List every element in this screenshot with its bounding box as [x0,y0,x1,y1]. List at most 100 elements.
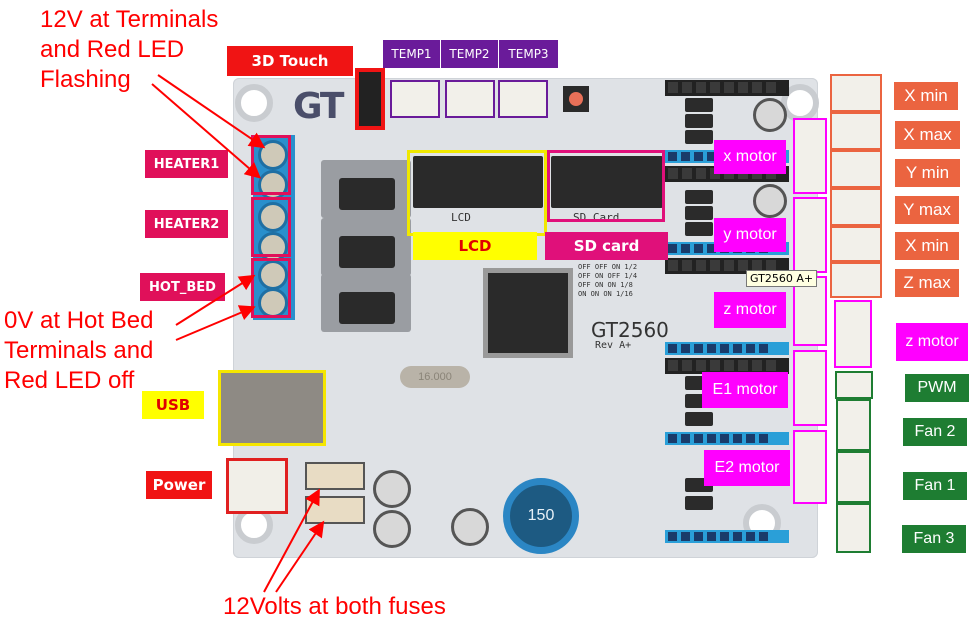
label-temp2: TEMP2 [441,40,498,68]
label-sd-card: SD card [545,232,668,260]
fuse [305,462,365,490]
sd-connector-outline [547,150,665,222]
driver-header [665,80,789,96]
label-x-min: X min [894,82,958,110]
mosfet-heatsink [321,274,411,332]
label-x-motor: x motor [714,140,786,174]
mosfet-heatsink [321,160,411,218]
label-z-max: Z max [895,269,959,297]
temp2-connector [445,80,495,118]
label-heater2: HEATER2 [145,210,228,238]
capacitor [373,470,411,508]
label-fan3: Fan 3 [902,525,966,553]
jumper [685,114,713,128]
reset-button[interactable] [563,86,589,112]
arrow-heater1-b [151,83,262,179]
label-usb: USB [142,391,204,419]
fan2-connector [836,399,871,451]
capacitor [451,508,489,546]
lcd-silk: LCD [451,211,471,224]
driver-header [665,342,789,355]
jumper [685,130,713,144]
microstep-row: OFF ON OFF 1/4 [578,272,638,280]
endstop-connector [830,112,882,150]
capacitor [753,98,787,132]
label-z-motor-right: z motor [896,323,968,361]
fan3-connector [836,503,871,553]
jumper [685,98,713,112]
label-y-motor: y motor [714,218,786,252]
capacitor [753,184,787,218]
endstop-connector [830,226,882,262]
label-power: Power [146,471,212,499]
label-e1-motor: E1 motor [702,372,788,408]
arrow-hotbed-b [175,305,256,341]
mosfet-heatsink [321,218,411,276]
endstop-connector [830,150,882,188]
e2-motor-connector [793,430,827,504]
driver-header [665,432,789,445]
arrow-hotbed-a [175,274,256,326]
microstep-row: ON ON ON 1/16 [578,290,633,298]
pwm-connector [835,371,873,399]
microstep-row: OFF OFF ON 1/2 [578,263,638,271]
label-y-min: Y min [895,159,960,187]
3d-touch-connector [355,68,385,130]
terminal-screw [258,202,288,232]
annotation-12v-terminals: 12V at Terminals and Red LED Flashing [40,6,219,93]
driver-header [665,358,789,374]
x-motor-connector [793,118,827,194]
jumper [685,496,713,510]
board-revision: Rev A+ [595,340,632,351]
sd-header [551,156,663,208]
endstop-connector [830,262,882,298]
fan1-connector [836,451,871,503]
label-lcd: LCD [413,232,537,260]
e1-motor-connector [793,350,827,426]
label-y-max: Y max [895,196,959,224]
arrow-fuse-a [263,488,320,593]
z-motor-connector-2 [834,300,872,368]
jumper [685,222,713,236]
label-fan2: Fan 2 [903,418,967,446]
driver-header [665,530,789,543]
reset-button-cap [569,92,583,106]
arrow-heater1-a [157,74,266,149]
tooltip: GT2560 A+ [746,270,818,287]
heater2-terminal-outline [251,197,291,257]
lcd-header [413,156,543,208]
label-hot-bed: HOT_BED [140,273,225,301]
board-name: GT2560 [591,318,669,342]
gt-logo: GT [293,86,345,127]
label-e2-motor: E2 motor [704,450,790,486]
power-connector [226,458,288,514]
capacitor [373,510,411,548]
label-fan1: Fan 1 [903,472,967,500]
jumper [685,206,713,220]
inductor: 150 [503,478,579,554]
temp3-connector [498,80,548,118]
label-pwm: PWM [905,374,969,402]
annotation-0v-hotbed: 0V at Hot Bed Terminals and Red LED off [4,307,154,394]
label-x-max: X max [895,121,960,149]
mount-hole [235,84,273,122]
label-temp1: TEMP1 [383,40,440,68]
crystal: 16.000 [400,366,470,388]
microstep-row: OFF ON ON 1/8 [578,281,633,289]
mcu-chip [483,268,573,358]
usb-port [218,370,326,446]
label-x-min-2: X min [895,232,959,260]
label-3d-touch: 3D Touch [227,46,353,76]
arrow-fuse-b [275,520,325,593]
microstep-table: OFF OFF ON 1/2 OFF ON OFF 1/4 OFF ON ON … [578,263,637,299]
label-z-motor: z motor [714,292,786,328]
temp1-connector [390,80,440,118]
jumper [685,190,713,204]
y-motor-connector [793,197,827,273]
jumper [685,412,713,426]
label-temp3: TEMP3 [499,40,558,68]
endstop-connector [830,188,882,226]
label-heater1: HEATER1 [145,150,228,178]
endstop-connector [830,74,882,112]
